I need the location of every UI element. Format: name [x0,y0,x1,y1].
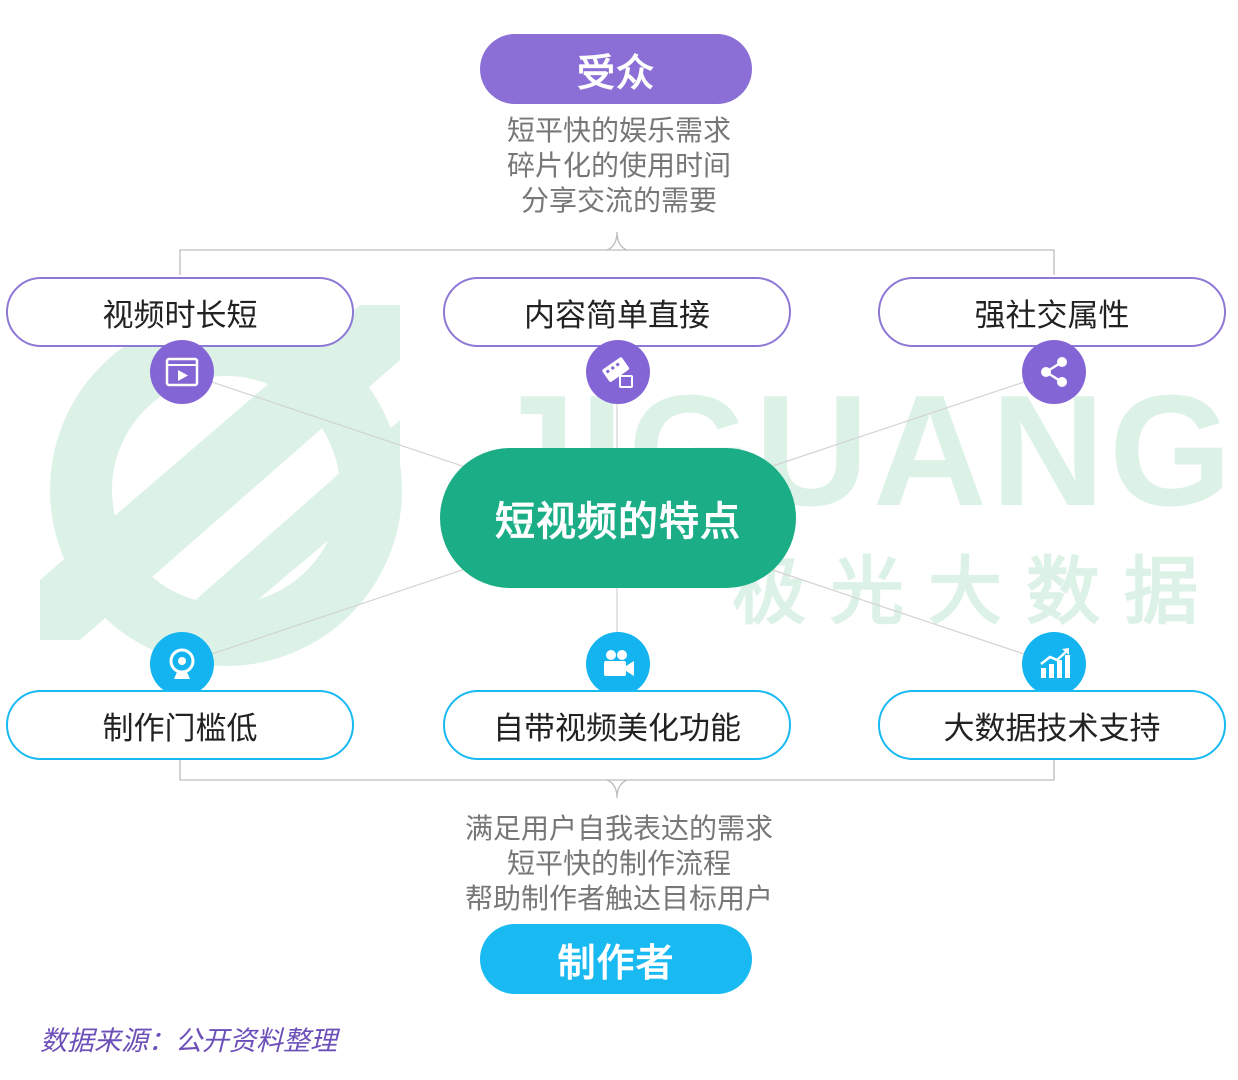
webcam-icon [150,632,214,696]
producer-need: 帮助制作者触达目标用户 [464,882,773,915]
audience-need: 碎片化的使用时间 [506,149,731,182]
feature-low-barrier: 制作门槛低 [6,690,354,760]
center-title: 短视频的特点 [440,448,796,588]
audience-needs: 短平快的娱乐需求 碎片化的使用时间 分享交流的需要 [369,113,869,218]
film-clip-icon [586,340,650,404]
producer-need: 满足用户自我表达的需求 [464,812,773,845]
feature-simple-content: 内容简单直接 [443,277,791,347]
producer-label: 制作者 [480,924,752,994]
watermark-chinese-text: 极光大数据 [732,549,1222,635]
growth-chart-icon [1022,632,1086,696]
producer-need: 短平快的制作流程 [506,847,731,880]
video-player-icon [150,340,214,404]
feature-big-data: 大数据技术支持 [878,690,1226,760]
audience-label: 受众 [480,34,752,104]
feature-social: 强社交属性 [878,277,1226,347]
feature-beautify: 自带视频美化功能 [443,690,791,760]
audience-need: 短平快的娱乐需求 [506,114,731,147]
feature-short-duration: 视频时长短 [6,277,354,347]
producer-needs: 满足用户自我表达的需求 短平快的制作流程 帮助制作者触达目标用户 [369,811,869,916]
audience-need: 分享交流的需要 [520,184,717,217]
data-source-note: 数据来源：公开资料整理 [40,1026,337,1057]
share-icon [1022,340,1086,404]
video-camera-icon [586,632,650,696]
